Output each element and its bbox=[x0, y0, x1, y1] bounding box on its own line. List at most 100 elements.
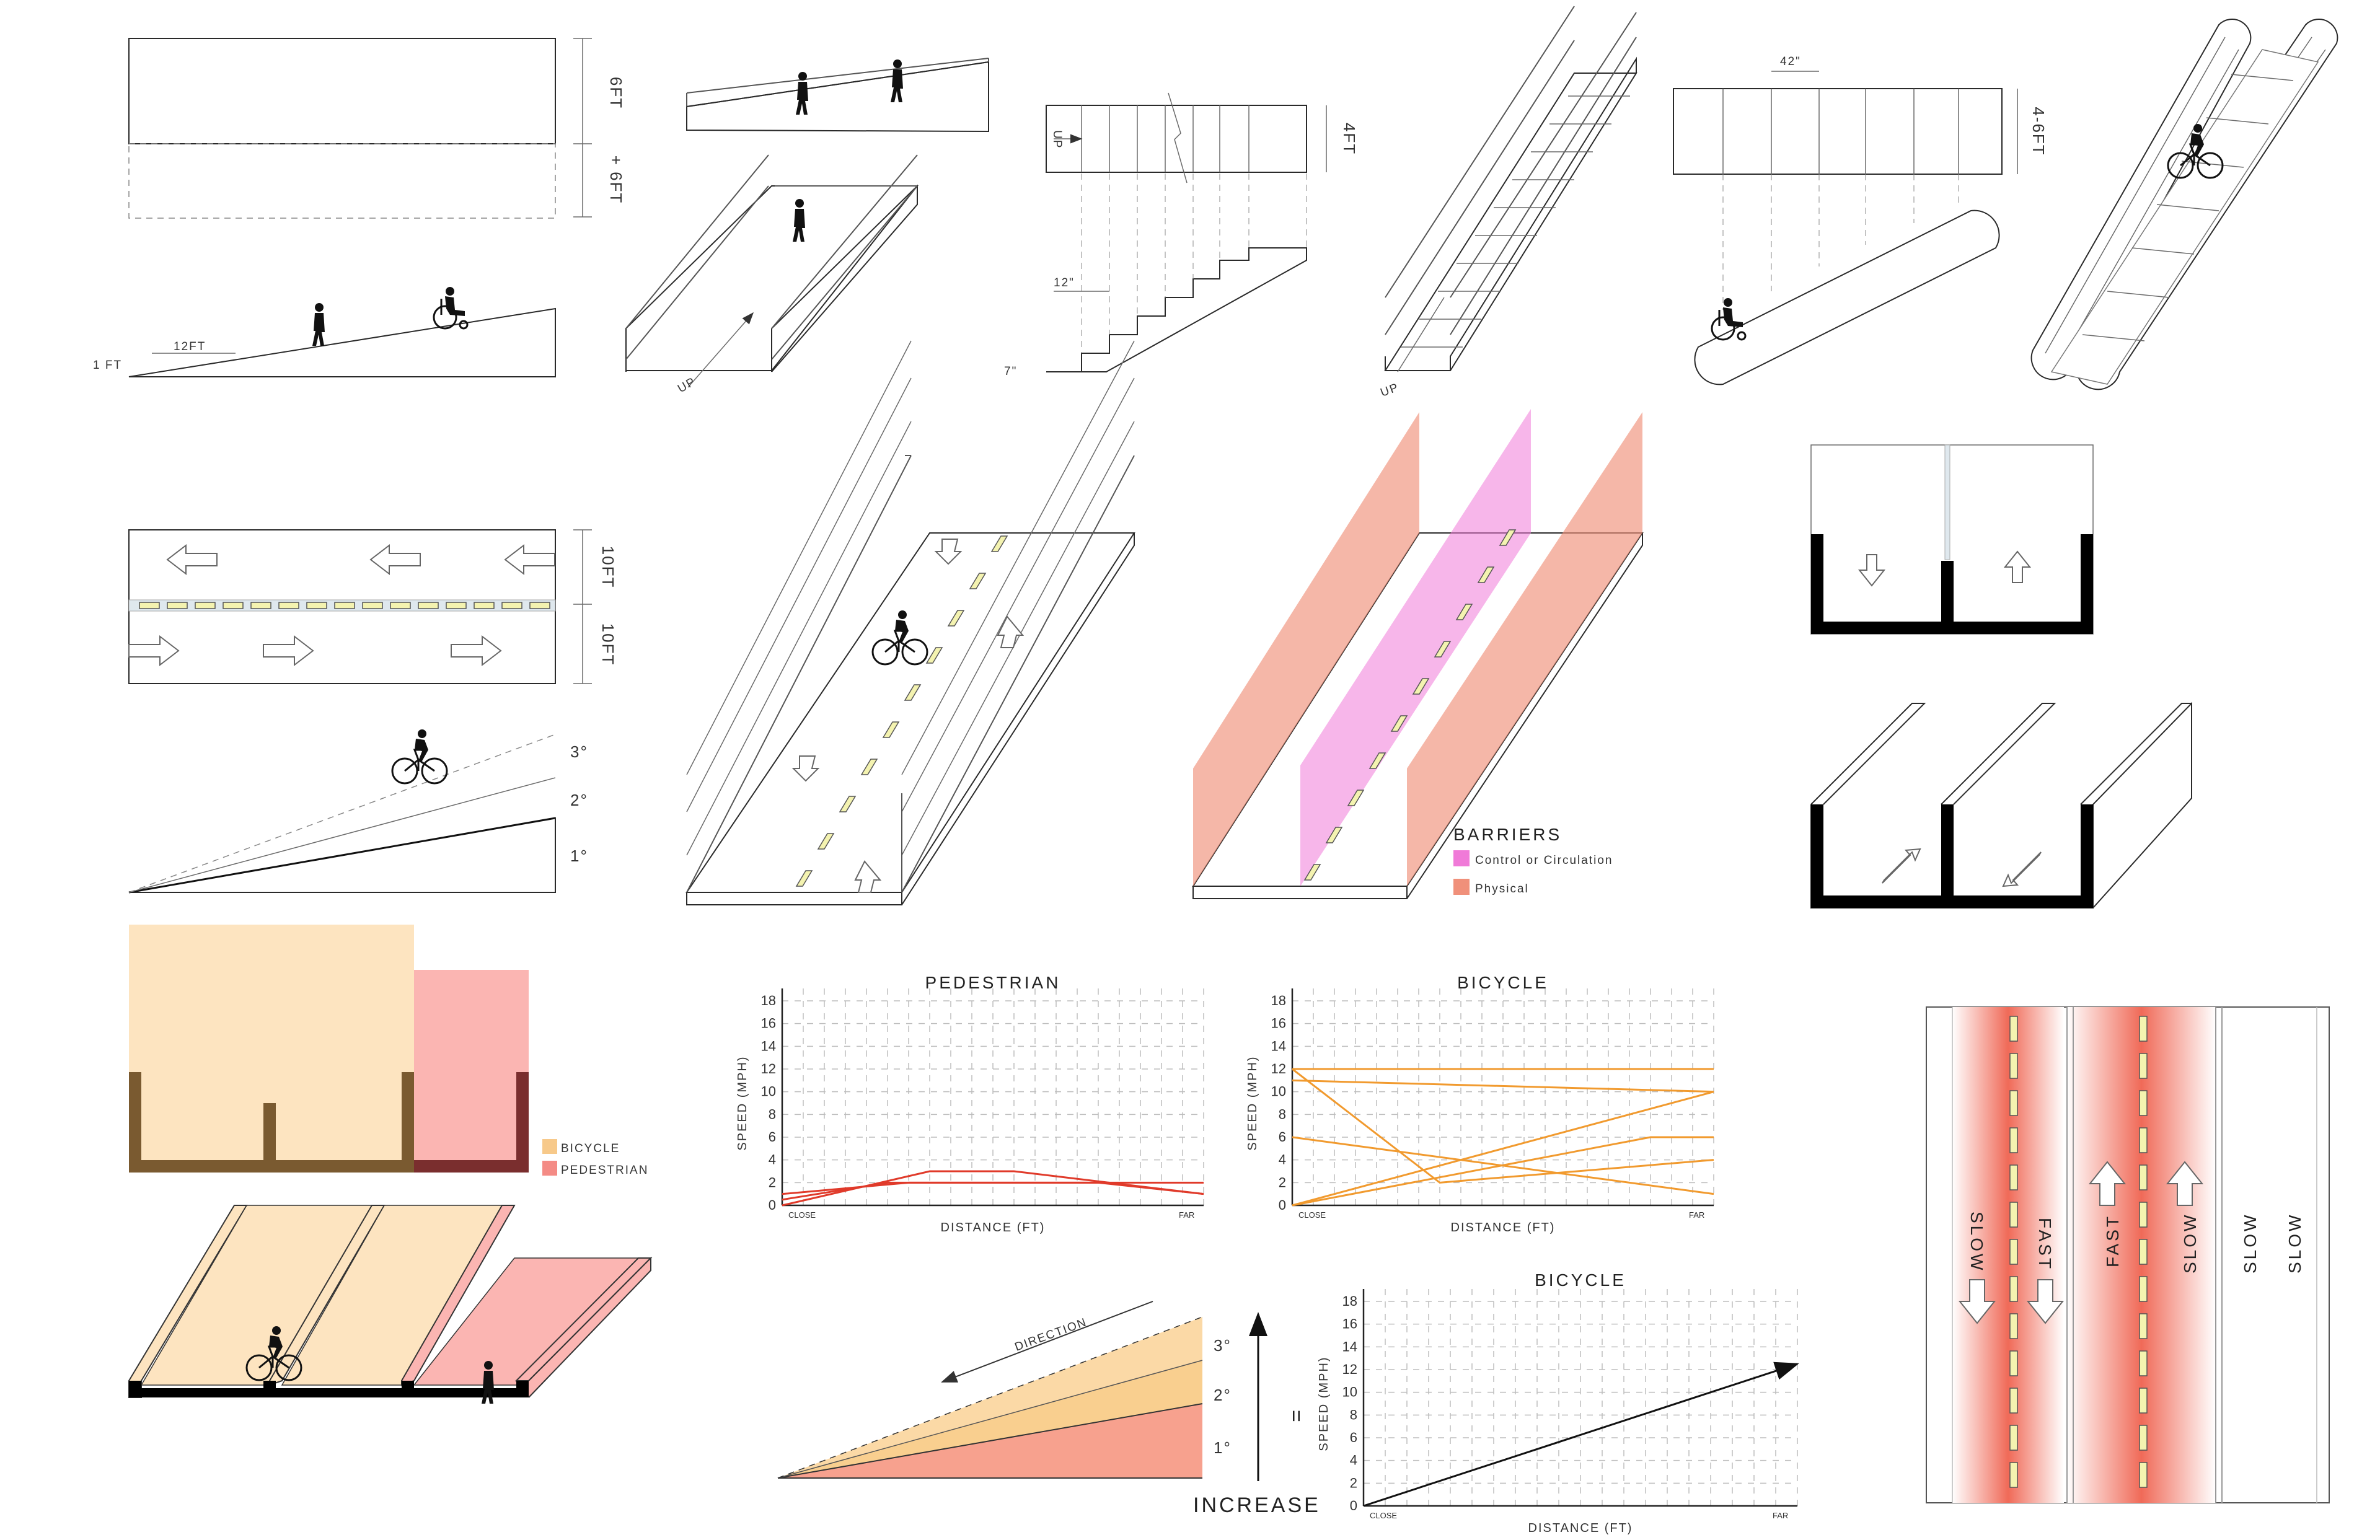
y-tick-label: 18 bbox=[1342, 1293, 1357, 1309]
ramp-slope-triangle bbox=[128, 307, 556, 377]
walker-on-ramp-a bbox=[796, 72, 808, 115]
y-tick-label: 16 bbox=[1271, 1016, 1286, 1031]
stairs-up-label: UP bbox=[1051, 130, 1064, 149]
series-line bbox=[782, 1181, 1204, 1195]
grade-2-label: 2° bbox=[570, 791, 588, 809]
y-tick-label: 4 bbox=[1279, 1152, 1286, 1168]
x-axis-label: DISTANCE (FT) bbox=[1528, 1521, 1633, 1535]
left-arrow-icon bbox=[504, 543, 555, 576]
ramp-upper-block bbox=[128, 38, 556, 144]
cyclist-on-path bbox=[871, 609, 928, 666]
stairs-section bbox=[1046, 247, 1307, 372]
lanes-plan-diagram: 10FT 10FT bbox=[128, 529, 617, 684]
physical-legend-label: Physical bbox=[1475, 882, 1529, 895]
bicycle-legend-swatch bbox=[542, 1139, 557, 1154]
chart-title: BICYCLE bbox=[1535, 1270, 1626, 1290]
street-label-5: SLOW bbox=[2241, 1213, 2260, 1274]
street-label-1: SLOW bbox=[1967, 1212, 1986, 1272]
y-tick-label: 14 bbox=[1342, 1339, 1357, 1354]
stairs-height-label: 4FT bbox=[1340, 123, 1359, 155]
up-arrow-icon bbox=[2166, 1161, 2204, 1206]
bike-path-isometric bbox=[685, 340, 1135, 905]
y-tick-label: 12 bbox=[1271, 1061, 1286, 1076]
y-tick-label: 12 bbox=[761, 1061, 776, 1076]
x-tick-label: FAR bbox=[1773, 1511, 1788, 1520]
y-tick-label: 2 bbox=[1279, 1174, 1286, 1190]
x-tick-label: CLOSE bbox=[1298, 1210, 1326, 1220]
height-label-a: 6FT bbox=[607, 77, 625, 109]
physical-barrier-left bbox=[1193, 412, 1419, 886]
y-tick-label: 0 bbox=[1279, 1197, 1286, 1213]
bike-ped-isometric bbox=[128, 1205, 653, 1404]
runner-on-ramp bbox=[793, 199, 805, 242]
y-tick-label: 10 bbox=[761, 1084, 776, 1099]
series-line bbox=[1292, 1091, 1714, 1207]
series-line bbox=[1292, 1068, 1714, 1184]
y-tick-label: 16 bbox=[761, 1016, 776, 1031]
left-arrow-icon bbox=[166, 543, 218, 576]
equals-sign: = bbox=[1284, 1410, 1308, 1425]
y-tick-label: 16 bbox=[1342, 1316, 1357, 1332]
wheelchair-on-lift bbox=[1711, 297, 1747, 341]
series-line bbox=[1292, 1136, 1714, 1207]
slope-grade-2-label: 2° bbox=[1214, 1386, 1232, 1404]
staircase-isometric-diagram: UP bbox=[1379, 6, 1637, 400]
lift-width-label: 42" bbox=[1780, 55, 1801, 68]
y-axis-label: SPEED (MPH) bbox=[1317, 1356, 1331, 1451]
ramp-elevation-diagram: 6FT + 6FT 12FT 1 FT bbox=[93, 38, 625, 377]
right-arrow-icon bbox=[451, 635, 502, 667]
y-tick-label: 6 bbox=[769, 1129, 776, 1145]
pedestrian-legend-label: PEDESTRIAN bbox=[561, 1164, 648, 1177]
y-tick-label: 2 bbox=[769, 1174, 776, 1190]
platform-lift-diagram: 42" 4-6FT bbox=[1673, 55, 2048, 385]
series-line bbox=[1363, 1362, 1799, 1507]
ramp-up-label: UP bbox=[676, 375, 699, 395]
y-tick-label: 10 bbox=[1342, 1384, 1357, 1400]
physical-barrier-right bbox=[1407, 412, 1642, 886]
left-arrow-icon bbox=[369, 543, 421, 576]
y-tick-label: 2 bbox=[1350, 1475, 1357, 1490]
y-tick-label: 4 bbox=[1350, 1453, 1357, 1468]
slope-rise-label: 1 FT bbox=[93, 359, 122, 372]
physical-legend-swatch bbox=[1453, 879, 1470, 895]
wheelchair-figure bbox=[433, 286, 469, 330]
up-arrow-icon bbox=[2088, 1161, 2127, 1206]
street-label-4: SLOW bbox=[2180, 1213, 2200, 1274]
pedestrian-legend-swatch bbox=[542, 1161, 557, 1176]
increase-label: INCREASE bbox=[1193, 1494, 1321, 1517]
y-tick-label: 0 bbox=[769, 1197, 776, 1213]
grade-3-label: 3° bbox=[570, 742, 588, 761]
y-tick-label: 8 bbox=[1279, 1106, 1286, 1122]
control-barrier-center bbox=[1300, 409, 1531, 886]
chart-title: PEDESTRIAN bbox=[925, 973, 1061, 992]
walker-on-ramp-b bbox=[891, 59, 903, 102]
grade-diagram: 3° 2° 1° bbox=[128, 728, 588, 894]
y-tick-label: 14 bbox=[1271, 1038, 1286, 1054]
y-tick-label: 6 bbox=[1279, 1129, 1286, 1145]
y-tick-label: 18 bbox=[1271, 993, 1286, 1008]
ramp-lower-block bbox=[128, 143, 556, 219]
y-tick-label: 14 bbox=[761, 1038, 776, 1054]
height-label-b: + 6FT bbox=[607, 156, 625, 205]
x-tick-label: CLOSE bbox=[1370, 1511, 1397, 1520]
stairs-riser-label-b: 7" bbox=[1004, 365, 1017, 378]
down-arrow-icon bbox=[2026, 1279, 2065, 1324]
right-arrow-icon bbox=[128, 635, 180, 667]
street-label-3: FAST bbox=[2103, 1214, 2122, 1267]
channel-section-diagram bbox=[1810, 444, 2192, 909]
street-label-6: SLOW bbox=[2285, 1213, 2304, 1274]
y-tick-label: 8 bbox=[1350, 1407, 1357, 1422]
pedestrian-zone bbox=[414, 970, 529, 1173]
control-legend-label: Control or Circulation bbox=[1475, 854, 1613, 867]
down-arrow-icon bbox=[1858, 554, 1886, 587]
barriers-title: BARRIERS bbox=[1453, 825, 1562, 844]
down-arrow-icon bbox=[1958, 1279, 1996, 1324]
x-tick-label: FAR bbox=[1689, 1210, 1704, 1220]
y-tick-label: 0 bbox=[1350, 1498, 1357, 1513]
y-tick-label: 18 bbox=[761, 993, 776, 1008]
ramp-isometric-diagram: UP bbox=[625, 58, 989, 395]
